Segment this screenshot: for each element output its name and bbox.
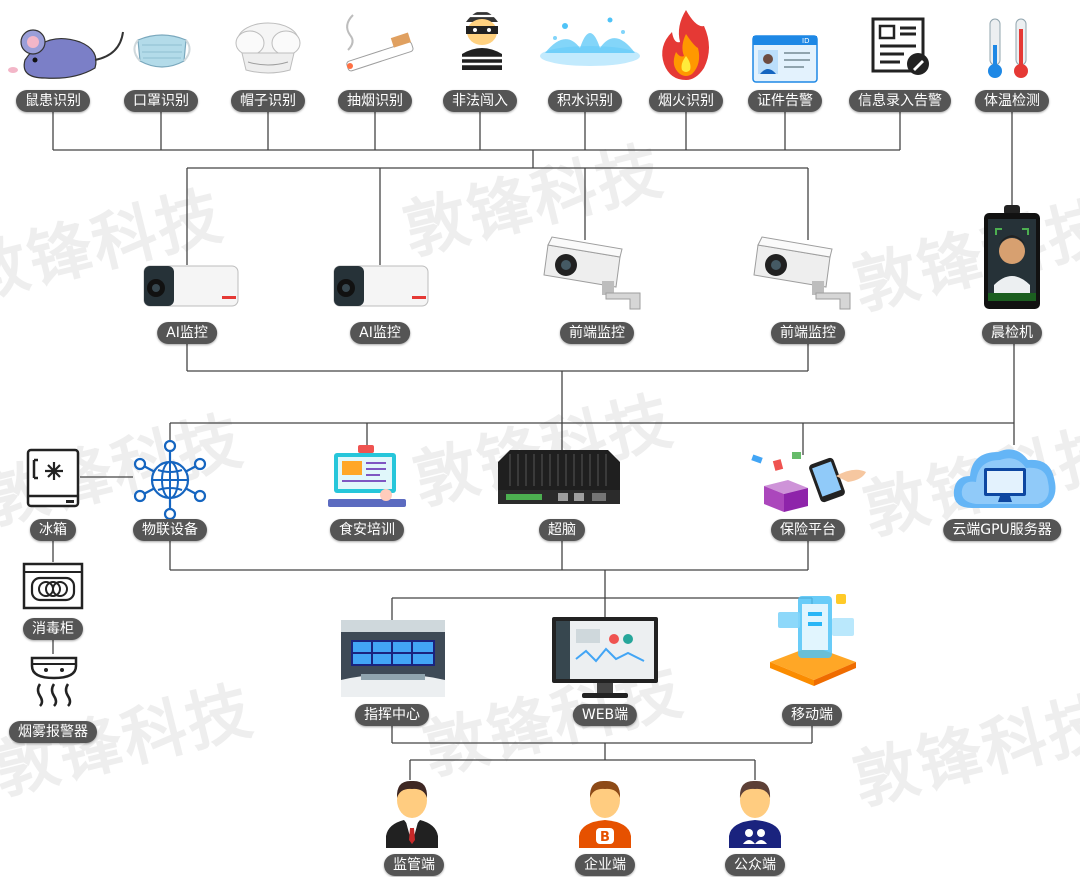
morning-check-label: 晨检机	[982, 322, 1042, 344]
web-client-label: WEB端	[572, 704, 638, 726]
sterilizer-icon	[22, 562, 84, 610]
box-camera-icon	[753, 236, 851, 310]
cloud-gpu-label: 云端GPU服务器	[943, 519, 1061, 541]
bullet-camera-icon	[143, 265, 239, 307]
front-camera-label: 前端监控	[771, 322, 845, 344]
regulator-label: 监管端	[384, 854, 444, 876]
cloud-server-icon	[953, 449, 1056, 508]
svg-text:B: B	[600, 830, 610, 845]
intrusion-label: 非法闯入	[443, 90, 517, 112]
regulator-avatar-icon	[386, 780, 438, 848]
fridge-icon	[26, 448, 80, 508]
iot-network-icon	[133, 440, 207, 520]
insurance-icon	[751, 452, 866, 512]
box-camera-icon	[543, 236, 641, 310]
water-detection-label: 积水识别	[548, 90, 622, 112]
training-icon	[328, 445, 406, 507]
thermometer-icon	[988, 18, 1028, 78]
smoke-alarm-label: 烟雾报警器	[9, 721, 97, 743]
mask-icon	[133, 34, 191, 68]
svg-text:ID: ID	[802, 37, 809, 45]
thief-icon	[462, 9, 502, 70]
cigarette-icon	[346, 14, 414, 72]
id-card-icon: ID	[752, 35, 818, 83]
insurance-platform-label: 保险平台	[771, 519, 845, 541]
temperature-label: 体温检测	[975, 90, 1049, 112]
front-camera-label: 前端监控	[560, 322, 634, 344]
super-brain-label: 超脑	[539, 519, 585, 541]
nvr-box-icon	[498, 450, 620, 504]
public-avatar-icon	[729, 780, 781, 848]
smoke-detector-icon	[30, 656, 78, 707]
face-terminal-icon	[984, 205, 1040, 309]
chef-hat-icon	[235, 22, 301, 74]
public-label: 公众端	[725, 854, 785, 876]
fire-detection-label: 烟火识别	[649, 90, 723, 112]
enterprise-label: 企业端	[575, 854, 635, 876]
water-splash-icon	[540, 17, 640, 66]
enterprise-avatar-icon: B	[579, 780, 631, 848]
info-alarm-label: 信息录入告警	[849, 90, 951, 112]
control-room-icon	[341, 620, 445, 697]
smoking-detection-label: 抽烟识别	[338, 90, 412, 112]
monitor-icon	[552, 617, 658, 698]
sterilizer-label: 消毒柜	[23, 618, 83, 640]
mobile-client-label: 移动端	[782, 704, 842, 726]
mouse-icon	[8, 29, 124, 79]
hat-detection-label: 帽子识别	[231, 90, 305, 112]
mobile-ui-icon	[770, 594, 856, 686]
form-edit-icon	[871, 17, 929, 75]
food-safety-training-label: 食安培训	[330, 519, 404, 541]
ai-camera-label: AI监控	[350, 322, 410, 344]
id-alarm-label: 证件告警	[748, 90, 822, 112]
ai-camera-label: AI监控	[157, 322, 217, 344]
mask-detection-label: 口罩识别	[124, 90, 198, 112]
fire-icon	[662, 10, 709, 80]
mouse-detection-label: 鼠患识别	[16, 90, 90, 112]
command-center-label: 指挥中心	[355, 704, 429, 726]
iot-device-label: 物联设备	[133, 519, 207, 541]
bullet-camera-icon	[333, 265, 429, 307]
fridge-label: 冰箱	[30, 519, 76, 541]
